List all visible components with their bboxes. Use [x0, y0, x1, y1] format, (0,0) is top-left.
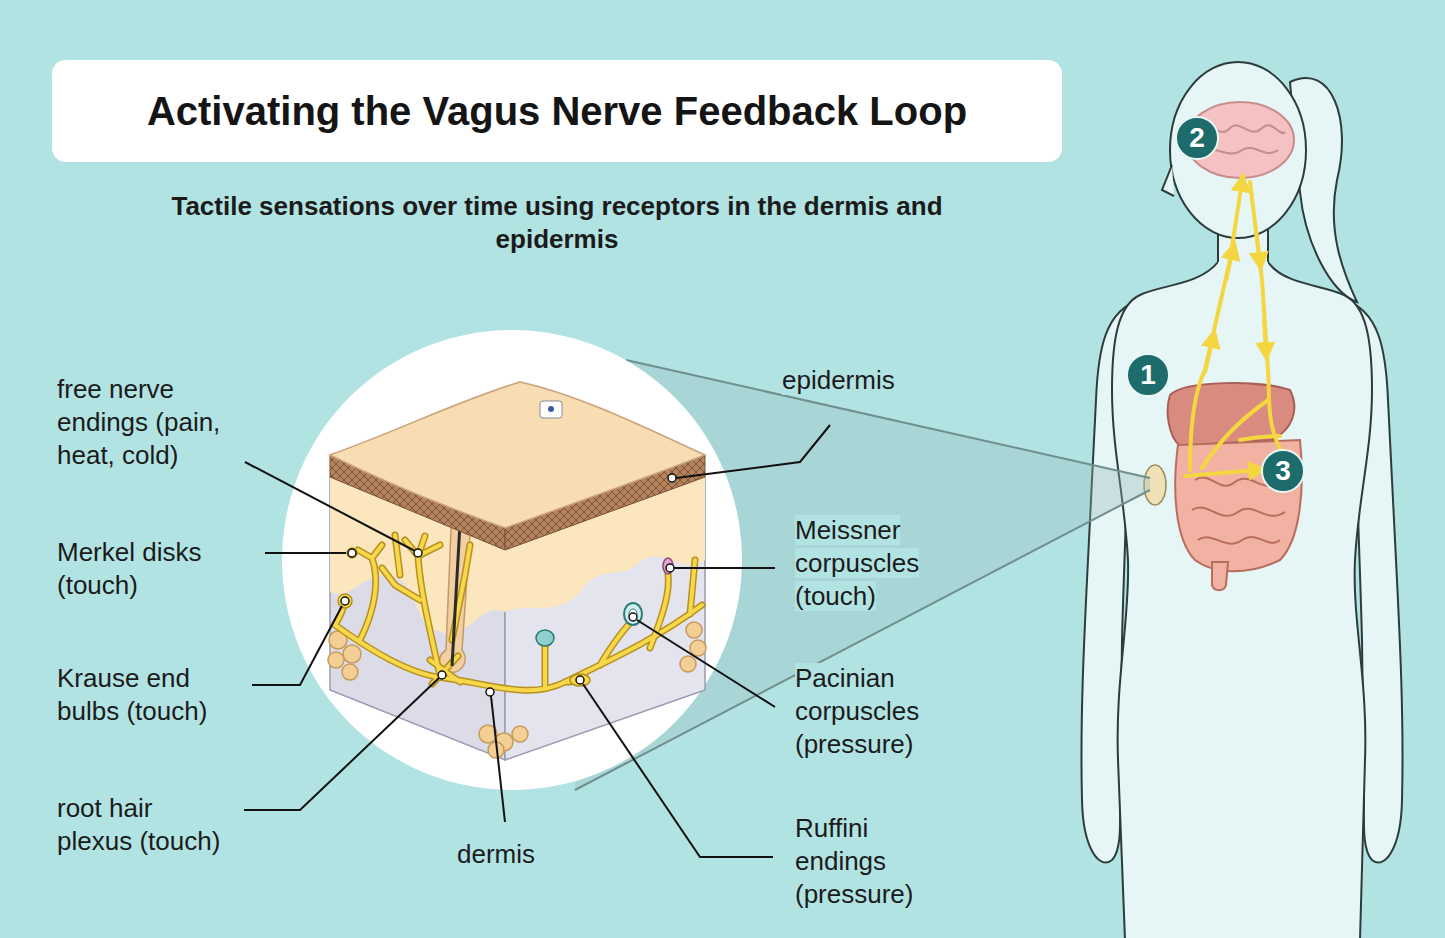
- vagus-nerve: [1264, 320, 1266, 352]
- skin-section: [328, 382, 706, 760]
- vagus-nerve: [1250, 182, 1288, 462]
- leader-line: [637, 620, 775, 707]
- body-outline: [1112, 262, 1372, 938]
- part-label: Merkel disks (touch): [57, 536, 247, 602]
- part-label: Ruffini endings (pressure): [795, 812, 955, 911]
- leader-dot: [348, 549, 356, 557]
- skin-section: [540, 401, 562, 418]
- vagus-nerve: [1185, 182, 1288, 476]
- title: Activating the Vagus Nerve Feedback Loop: [147, 89, 967, 134]
- layer-label-text: epidermis: [782, 365, 895, 395]
- leader-dot: [668, 474, 676, 482]
- fat-cells: [680, 656, 696, 672]
- leader-dot: [629, 613, 637, 621]
- skin-section: [570, 674, 590, 686]
- part-label: free nerve endings (pain, heat, cold): [57, 373, 272, 472]
- leader-dot: [666, 564, 674, 572]
- part-label-text: Merkel disks (touch): [57, 537, 201, 600]
- skin-section: [338, 594, 352, 608]
- part-label: root hair plexus (touch): [57, 792, 227, 858]
- layer-label-text: dermis: [457, 839, 535, 869]
- body-outline: [1162, 165, 1174, 196]
- leader-dot: [486, 688, 494, 696]
- leader-line: [265, 552, 346, 554]
- vagus-nerve: [1202, 400, 1268, 468]
- part-label-text: root hair plexus (touch): [57, 793, 220, 856]
- leader-line: [583, 684, 773, 857]
- fat-cells: [690, 640, 706, 656]
- callout-circle: 2: [1175, 116, 1219, 160]
- leader-dot: [576, 676, 584, 684]
- leader-dot: [341, 597, 349, 605]
- vagus-nerve: [1240, 436, 1280, 440]
- layer-label: epidermis: [782, 364, 895, 397]
- callout-number: 2: [1189, 124, 1205, 152]
- part-label-text: Meissner corpuscles (touch): [795, 515, 919, 611]
- callout-number: 3: [1275, 457, 1291, 485]
- leader-line: [245, 462, 415, 551]
- vagus-nerve: [1185, 470, 1258, 476]
- fat-cells: [512, 726, 528, 742]
- leader-dot: [414, 549, 422, 557]
- part-label: Pacinian corpuscles (pressure): [795, 662, 960, 761]
- skin-section: [663, 558, 673, 574]
- organs: [1212, 562, 1228, 590]
- skin-section: [347, 548, 357, 558]
- subtitle-text: Tactile sensations over time using recep…: [171, 191, 942, 254]
- vagus-nerve: [1205, 338, 1213, 372]
- leader-line: [676, 425, 830, 478]
- fat-cells: [342, 664, 358, 680]
- vagus-nerve: [1256, 230, 1260, 262]
- brain: [1186, 102, 1294, 178]
- part-label: Krause end bulbs (touch): [57, 662, 232, 728]
- brain: [1186, 102, 1294, 178]
- skin-section: [330, 382, 705, 528]
- leader-line: [674, 567, 775, 569]
- part-label-text: Ruffini endings (pressure): [795, 813, 913, 909]
- organs: [1175, 440, 1302, 571]
- subtitle: Tactile sensations over time using recep…: [167, 190, 947, 256]
- skin-section: [335, 535, 702, 690]
- leader-line: [244, 677, 440, 810]
- leader-dot: [438, 671, 446, 679]
- part-label-text: Krause end bulbs (touch): [57, 663, 207, 726]
- callout-circle: 3: [1261, 449, 1305, 493]
- part-label-text: Pacinian corpuscles (pressure): [795, 663, 919, 759]
- fat-cells: [328, 652, 344, 668]
- organs: [1168, 383, 1295, 446]
- leader-line: [252, 606, 342, 685]
- leader-dot: [341, 474, 676, 696]
- leader-line: [244, 425, 830, 857]
- part-label-text: free nerve endings (pain, heat, cold): [57, 374, 220, 470]
- part-label: Meissner corpuscles (touch): [795, 514, 960, 613]
- vagus-nerve: [1226, 250, 1233, 280]
- fat-cells: [343, 645, 361, 663]
- title-box: Activating the Vagus Nerve Feedback Loop: [52, 60, 1062, 162]
- skin-section: [536, 630, 554, 646]
- zoom-circle: [282, 330, 742, 790]
- skin-section: [335, 535, 702, 690]
- callout-number: 1: [1140, 361, 1156, 389]
- callout-circle: 1: [1126, 353, 1170, 397]
- leader-line: [491, 696, 505, 822]
- skin-section: [548, 406, 554, 412]
- fat-cells: [686, 622, 702, 638]
- layer-label: dermis: [457, 838, 535, 871]
